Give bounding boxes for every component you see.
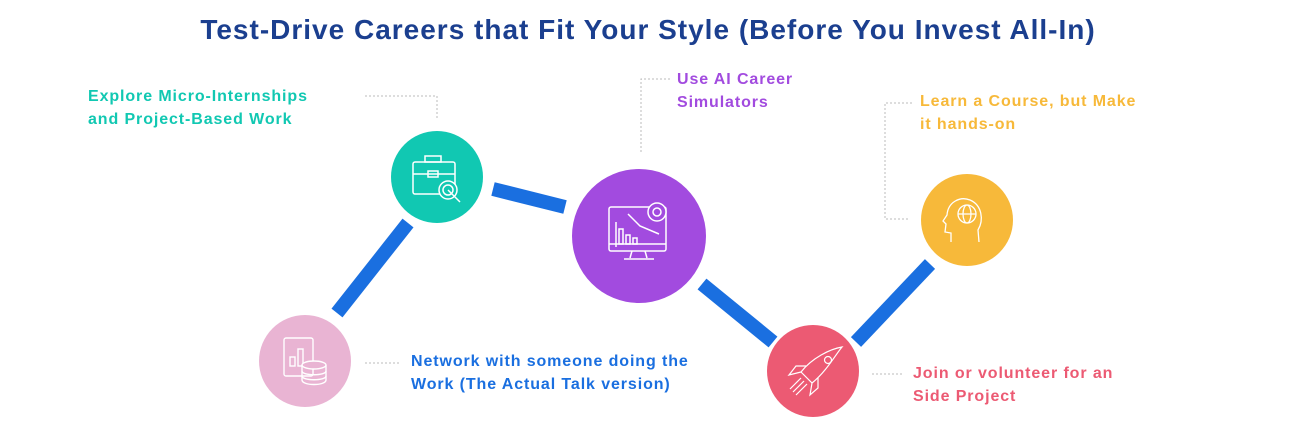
step-label-ai-career-simulators: Use AI Career Simulators [677,68,793,114]
document-database-icon [283,337,327,386]
monitor-chart-gear-icon [608,202,667,260]
step-circle-red [767,325,859,417]
leader-purple [640,78,670,154]
step-label-network: Network with someone doing the Work (The… [411,350,689,396]
connector-3 [697,278,778,348]
step-label-explore-micro-internships: Explore Micro-Internships and Project-Ba… [88,85,308,131]
step-label-side-project: Join or volunteer for an Side Project [913,362,1113,408]
label-line: Explore Micro-Internships [88,88,308,105]
connector-4 [850,259,936,347]
connector-2 [491,182,567,214]
label-line: Side Project [913,388,1017,405]
briefcase-target-icon [412,155,461,203]
leader-lines [365,78,912,375]
page-title: Test-Drive Careers that Fit Your Style (… [200,14,1096,45]
leader-teal [365,95,438,118]
label-line: Use AI Career [677,71,794,88]
label-line: Join or volunteer for an [913,365,1114,382]
connectors [331,182,936,348]
label-line: it hands-on [920,116,1017,133]
step-circle-pink [259,315,351,407]
label-line: Learn a Course, but Make [920,93,1137,110]
label-line: and Project-Based Work [88,111,293,128]
label-line: Work (The Actual Talk version) [411,376,671,393]
step-label-learn-course: Learn a Course, but Make it hands-on [920,90,1136,136]
label-line: Simulators [677,94,769,111]
step-circle-yellow [921,174,1013,266]
head-globe-icon [942,198,982,243]
connector-1 [331,218,414,318]
label-line: Network with someone doing the [411,353,689,370]
step-circle-purple [572,169,706,303]
leader-yellow [884,102,912,220]
rocket-icon [787,346,844,397]
